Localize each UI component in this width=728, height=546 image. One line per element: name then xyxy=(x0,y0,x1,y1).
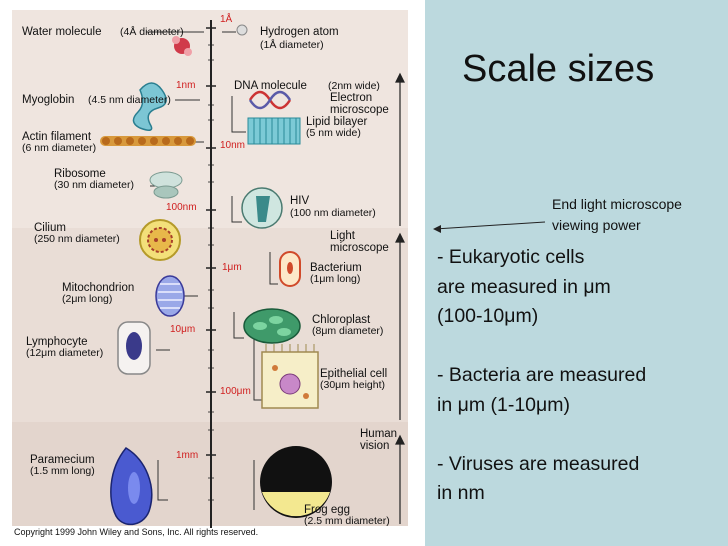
mitochondrion-icon xyxy=(155,275,185,317)
chloroplast-size: (8μm diameter) xyxy=(312,325,384,337)
paramecium-icon xyxy=(110,447,153,526)
bullet-line-1: - Eukaryotic cells xyxy=(437,246,585,268)
human-vision-label-2: vision xyxy=(360,440,390,452)
microscope-note-line1: End light microscope xyxy=(552,196,682,212)
scale-mark-100nm: 100nm xyxy=(166,202,197,213)
myoglobin-label: Myoglobin xyxy=(22,94,75,106)
scale-mark-100um: 100μm xyxy=(220,386,251,397)
text-panel xyxy=(425,0,728,546)
hiv-size: (100 nm diameter) xyxy=(290,207,376,219)
scale-illustrations xyxy=(100,20,405,528)
mitochondrion-size: (2μm long) xyxy=(62,293,113,305)
actin-filament-icon xyxy=(100,136,196,146)
cilium-icon xyxy=(139,219,181,261)
light-microscope-label-1: Light xyxy=(330,230,355,242)
bacterium-size: (1μm long) xyxy=(310,273,361,285)
bacterium-label: Bacterium xyxy=(310,262,362,274)
hiv-virus-icon xyxy=(241,187,283,229)
ribosome-icon xyxy=(149,171,183,199)
human-vision-label-1: Human xyxy=(360,428,398,440)
scale-mark-1um: 1μm xyxy=(222,262,242,273)
scale-mark-1nm: 1nm xyxy=(176,80,196,91)
lipid-bilayer-label: Lipid bilayer xyxy=(306,116,368,128)
lipid-bilayer-icon xyxy=(247,117,301,145)
bullet-line-6: - Viruses are measured xyxy=(437,453,640,475)
copyright-text: Copyright 1999 John Wiley and Sons, Inc.… xyxy=(14,527,259,537)
hiv-label: HIV xyxy=(290,195,310,207)
frog-egg-label: Frog egg xyxy=(304,504,351,516)
lipid-bilayer-size: (5 nm wide) xyxy=(306,127,361,139)
water-molecule-label: Water molecule xyxy=(22,26,102,38)
hydrogen-atom-size: (1Å diameter) xyxy=(260,39,324,51)
frog-egg-size: (2.5 mm diameter) xyxy=(304,515,390,527)
electron-microscope-label-1: Electron xyxy=(330,92,373,104)
lymphocyte-size: (12μm diameter) xyxy=(26,347,104,359)
bullet-line-2: are measured in μm xyxy=(437,276,611,298)
lymphocyte-icon xyxy=(117,321,151,375)
water-molecule-size: (4Å diameter) xyxy=(120,26,184,38)
bacterium-icon xyxy=(279,251,301,287)
scale-mark-1mm: 1mm xyxy=(176,450,199,461)
slide-title: Scale sizes xyxy=(462,48,655,90)
pointer-arrow-icon xyxy=(433,221,546,233)
dna-label: DNA molecule xyxy=(234,80,307,92)
epithelial-cell-size: (30μm height) xyxy=(320,379,385,391)
ribosome-label: Ribosome xyxy=(54,168,106,180)
actin-filament-label: Actin filament xyxy=(22,131,92,143)
ribosome-size: (30 nm diameter) xyxy=(54,179,134,191)
scale-mark-10um: 10μm xyxy=(170,324,196,335)
microscope-note-line2: viewing power xyxy=(552,217,641,233)
water-molecule-icon xyxy=(172,36,192,56)
myoglobin-size: (4.5 nm diameter) xyxy=(88,94,171,106)
mitochondrion-label: Mitochondrion xyxy=(62,282,135,294)
myoglobin-icon xyxy=(132,82,167,131)
chloroplast-icon xyxy=(243,308,301,344)
epithelial-cell-label: Epithelial cell xyxy=(320,368,388,380)
hydrogen-atom-label: Hydrogen atom xyxy=(260,26,339,38)
actin-filament-size: (6 nm diameter) xyxy=(22,142,97,154)
bullet-line-7: in nm xyxy=(437,482,485,504)
epithelial-cell-icon xyxy=(261,344,319,409)
paramecium-label: Paramecium xyxy=(30,454,95,466)
bullet-line-3: (100-10μm) xyxy=(437,305,539,327)
hydrogen-atom-icon xyxy=(236,24,248,36)
frog-egg-icon xyxy=(260,446,332,518)
chloroplast-label: Chloroplast xyxy=(312,314,371,326)
electron-microscope-label-2: microscope xyxy=(330,104,389,116)
bullet-line-5: in μm (1-10μm) xyxy=(437,394,570,416)
scale-mark-10nm: 10nm xyxy=(220,140,246,151)
cilium-size: (250 nm diameter) xyxy=(34,233,120,245)
paramecium-size: (1.5 mm long) xyxy=(30,465,95,477)
scale-mark-1a: 1Å xyxy=(220,14,233,25)
cilium-label: Cilium xyxy=(34,222,66,234)
dna-size: (2nm wide) xyxy=(328,80,380,92)
bullet-line-4: - Bacteria are measured xyxy=(437,364,647,386)
scale-figure: 1Å 1nm 10nm 100nm 1μm 10μm 100μm 1mm Wat… xyxy=(12,10,408,537)
light-microscope-label-2: microscope xyxy=(330,242,389,254)
lymphocyte-label: Lymphocyte xyxy=(26,336,88,348)
